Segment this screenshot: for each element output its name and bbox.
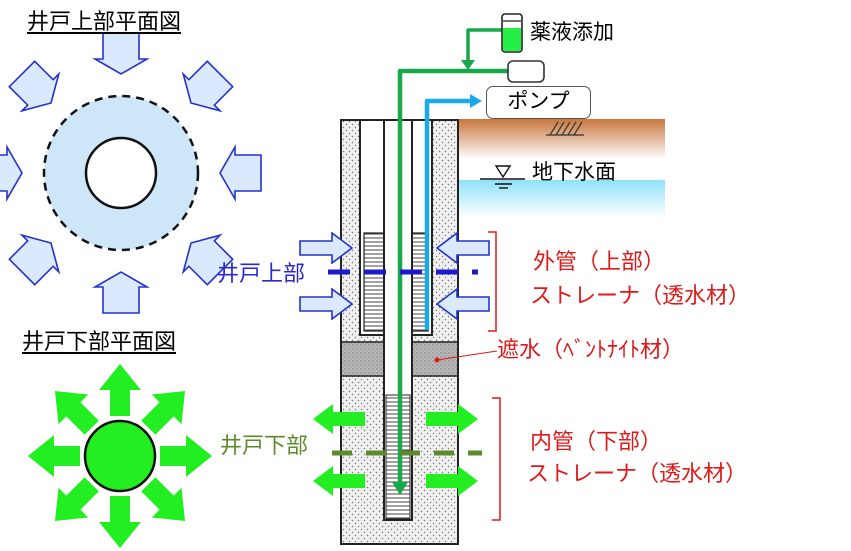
inner-screen-bracket — [492, 397, 501, 521]
chemical-label: 薬液添加 — [530, 20, 614, 44]
inflow-arrow-icon — [181, 60, 234, 113]
outer-pipe-label-1: 外管（上部） — [533, 250, 666, 275]
seal-leader-dot — [434, 357, 440, 363]
water-level-symbol-icon — [480, 165, 525, 189]
injection-pipe — [397, 68, 510, 486]
inflow-arrow-icon — [92, 32, 150, 75]
outflow-arrow-icon — [141, 477, 186, 522]
groundwater-zone — [458, 180, 665, 218]
seal-label: 遮水（ﾍﾞﾝﾄﾅｲﾄ材） — [497, 338, 685, 363]
upper-plan-title: 井戸上部平面図 — [27, 10, 182, 35]
upper-plan-view — [0, 32, 262, 314]
lower-plan-title: 井戸下部平面図 — [22, 330, 177, 355]
outflow-arrow-icon — [160, 435, 212, 477]
upper-well-casing — [84, 136, 158, 210]
outer-pipe-label-2: ストレーナ（透水材） — [530, 284, 751, 309]
ground-hatch — [546, 121, 584, 136]
injection-arrowhead — [392, 482, 408, 495]
outflow-arrow-icon — [99, 496, 141, 548]
outflow-arrow-icon — [141, 390, 186, 435]
inflow-arrow-icon — [219, 144, 262, 202]
pump-box: ポンプ — [486, 86, 591, 119]
outflow-arrow-icon — [99, 364, 141, 416]
inflow-arrow-icon — [181, 233, 234, 286]
outflow-arrow-icon — [54, 390, 99, 435]
inner-pipe-label-1: 内管（下部） — [530, 430, 663, 455]
lower-plan-view — [28, 364, 212, 548]
lower-well-label: 井戸下部 — [220, 434, 309, 459]
groundwater-label: 地下水面 — [532, 160, 616, 184]
inner-pipe-label-2: ストレーナ（透水材） — [527, 462, 748, 487]
inflow-arrow-icon — [0, 144, 23, 202]
seal-leader-line — [436, 350, 498, 361]
inflow-arrow-icon — [8, 60, 61, 113]
inflow-arrow-icon — [92, 271, 150, 314]
outer-screen-bracket — [488, 231, 497, 332]
outflow-arrow-icon — [28, 435, 80, 477]
pump-suction-arrowhead — [470, 94, 482, 108]
outflow-arrow-icon — [54, 477, 99, 522]
chemical-feed-pipe — [466, 28, 510, 64]
inflow-arrow-icon — [8, 233, 61, 286]
chemical-tank-icon — [501, 13, 523, 53]
mixer-box — [507, 60, 545, 83]
upper-well-label: 井戸上部 — [217, 262, 306, 287]
pump-suction-pipe — [424, 98, 472, 330]
lower-well-casing — [83, 419, 157, 493]
chemical-feed-arrowhead — [461, 60, 475, 70]
